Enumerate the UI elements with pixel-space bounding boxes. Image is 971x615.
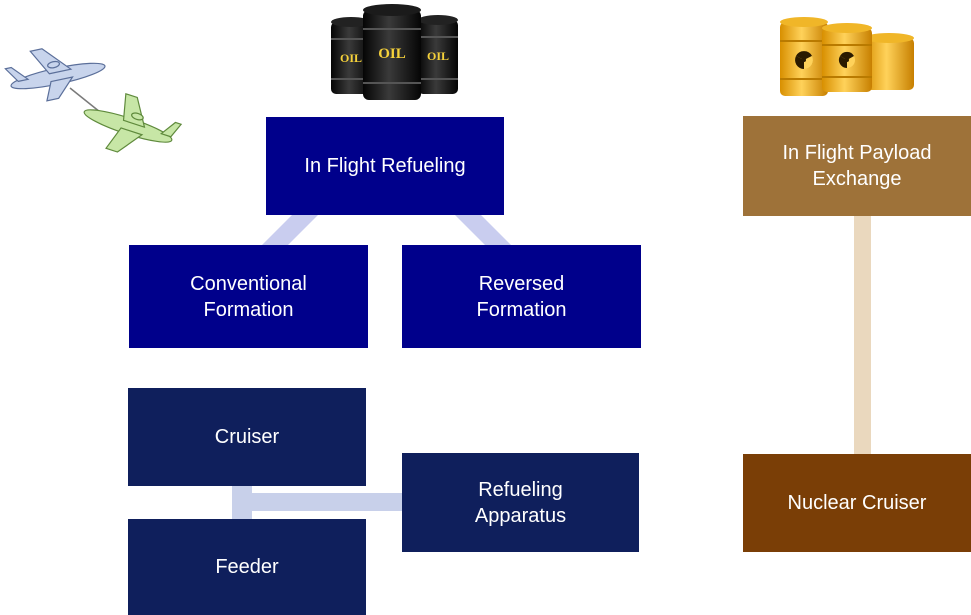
refueling-aircraft-icon [4,48,183,153]
oil-label: OIL [427,49,449,63]
node-conventional-formation: Conventional Formation [129,245,368,348]
oil-barrel-right: OIL [418,15,458,94]
nuclear-barrel-right [864,33,914,90]
oil-label: OIL [378,46,406,62]
connector-apparatus-link [232,493,402,511]
node-in-flight-refueling: In Flight Refueling [266,117,504,215]
node-in-flight-payload-exchange: In Flight Payload Exchange [743,116,971,216]
node-cruiser: Cruiser [128,388,366,486]
connector-payload-nuclear [854,216,871,454]
connector-refueling-conventional [262,215,318,245]
node-nuclear-cruiser: Nuclear Cruiser [743,454,971,552]
oil-barrel-center: OIL [363,4,421,100]
nuclear-barrel-center [822,23,872,92]
node-feeder: Feeder [128,519,366,615]
oil-barrels-icon: OIL OIL OIL [331,4,458,100]
nuclear-barrels-icon [780,17,914,96]
node-reversed-formation: Reversed Formation [402,245,641,348]
node-refueling-apparatus: Refueling Apparatus [402,453,639,552]
nuclear-barrel-left [780,17,828,96]
connector-refueling-reversed [455,215,511,245]
connectors [232,215,871,519]
radiation-symbol-icon [838,51,855,69]
radiation-symbol-icon [795,51,813,69]
oil-label: OIL [340,51,362,65]
oil-barrel-left: OIL [331,17,371,94]
